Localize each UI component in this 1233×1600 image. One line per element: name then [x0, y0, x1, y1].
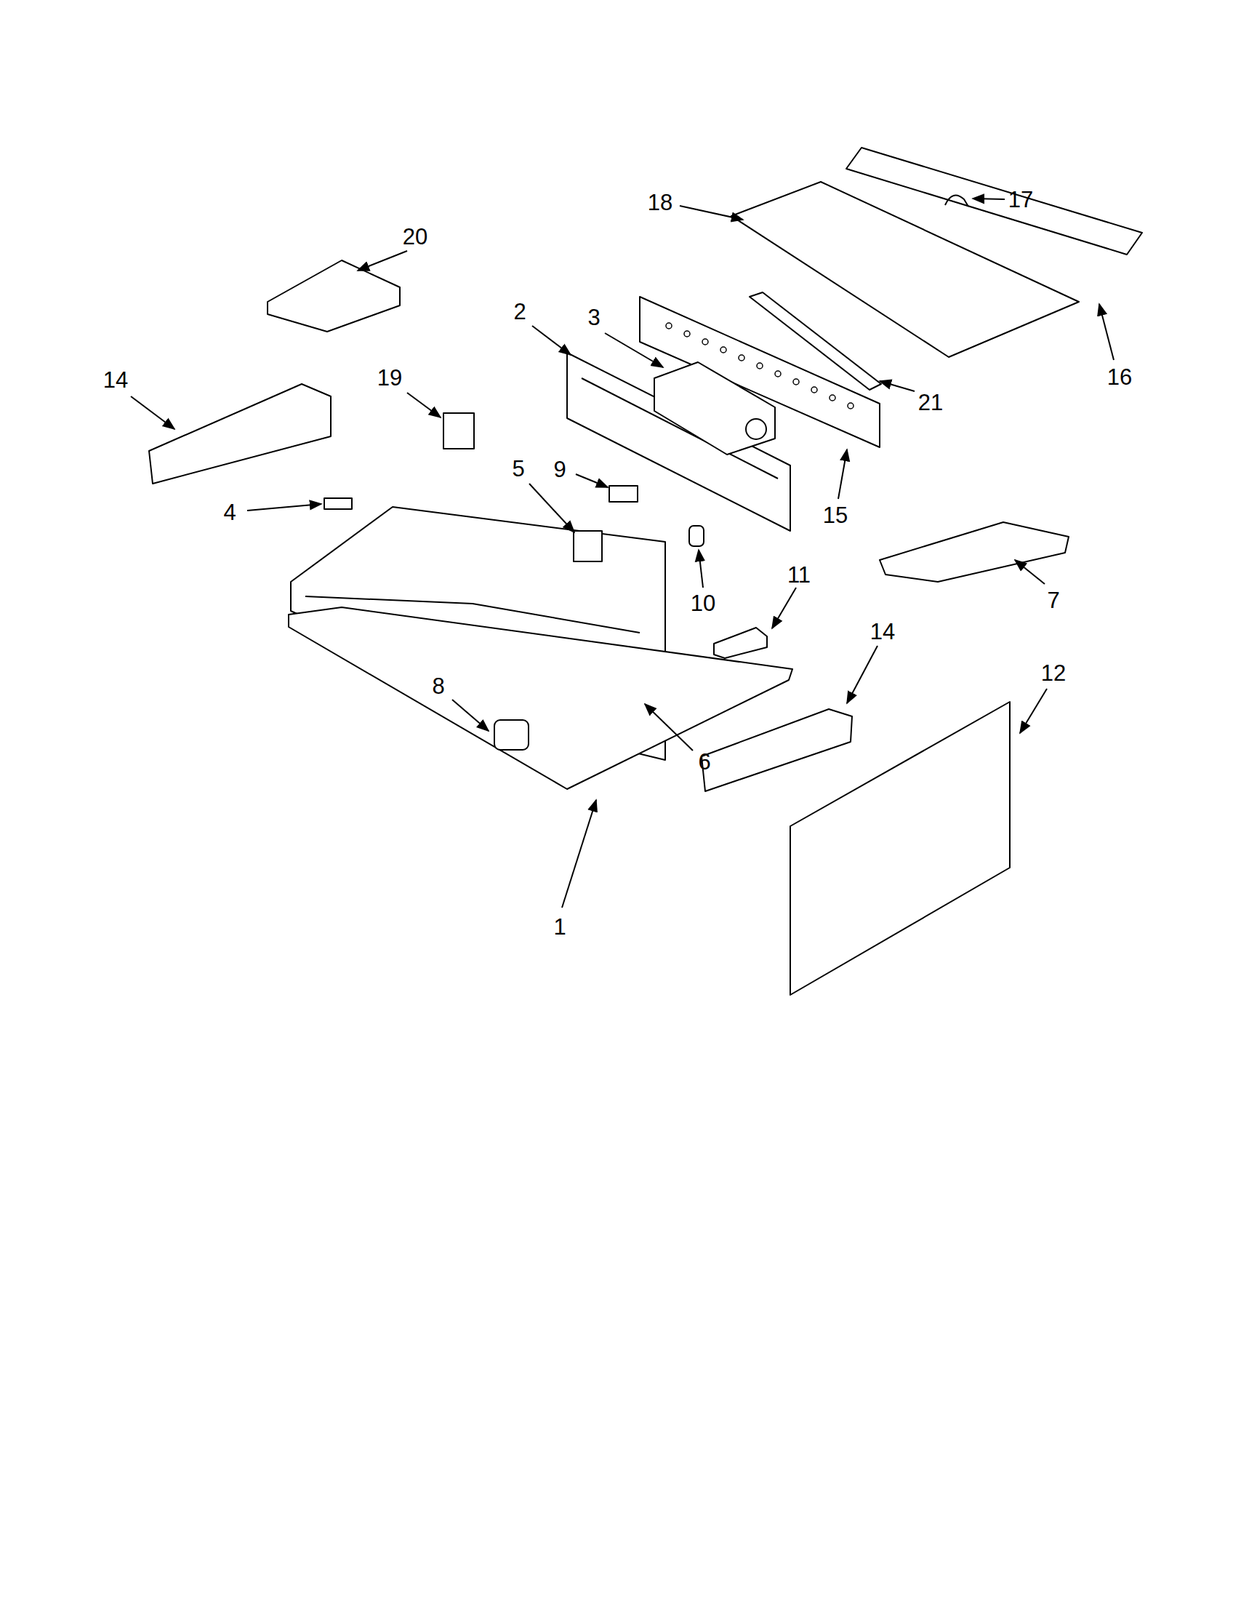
callout-number: 12 — [1039, 660, 1068, 685]
callout-number: 14 — [868, 619, 897, 644]
front-panel — [790, 701, 1010, 995]
callout-number: 1 — [551, 914, 568, 939]
callout-number: 7 — [1045, 588, 1061, 613]
callout-number: 9 — [551, 457, 568, 482]
latch-assembly — [654, 362, 775, 455]
callout-number: 3 — [585, 305, 602, 330]
fuse — [689, 525, 704, 546]
callout-number: 5 — [510, 456, 526, 481]
terminal-block — [713, 627, 767, 658]
channel — [567, 352, 791, 531]
mount-plate — [879, 521, 1069, 582]
callout-number: 6 — [696, 749, 712, 774]
callout-number: 20 — [401, 224, 429, 249]
strip — [749, 292, 882, 390]
clip-small — [324, 497, 352, 509]
callout-number: 19 — [375, 365, 404, 390]
clip — [945, 195, 969, 207]
callout-number: 18 — [646, 190, 674, 215]
switch — [443, 412, 475, 449]
side-bracket — [149, 383, 331, 484]
bracket — [267, 260, 400, 332]
side-bracket — [701, 708, 853, 791]
sensor — [494, 719, 529, 750]
callout-number: 10 — [689, 591, 717, 616]
relay — [573, 530, 602, 562]
callout-number: 15 — [821, 503, 850, 528]
callout-number: 8 — [430, 673, 446, 698]
callout-number: 2 — [511, 299, 528, 324]
connector — [609, 485, 638, 502]
callout-number: 4 — [221, 500, 238, 525]
callout-number: 21 — [916, 390, 945, 415]
callout-number: 17 — [1006, 187, 1035, 212]
top-plate — [731, 181, 1079, 357]
leader-lines — [130, 198, 1114, 908]
callout-number: 11 — [785, 562, 813, 587]
callout-number: 16 — [1105, 364, 1134, 389]
callout-number: 14 — [101, 367, 130, 392]
